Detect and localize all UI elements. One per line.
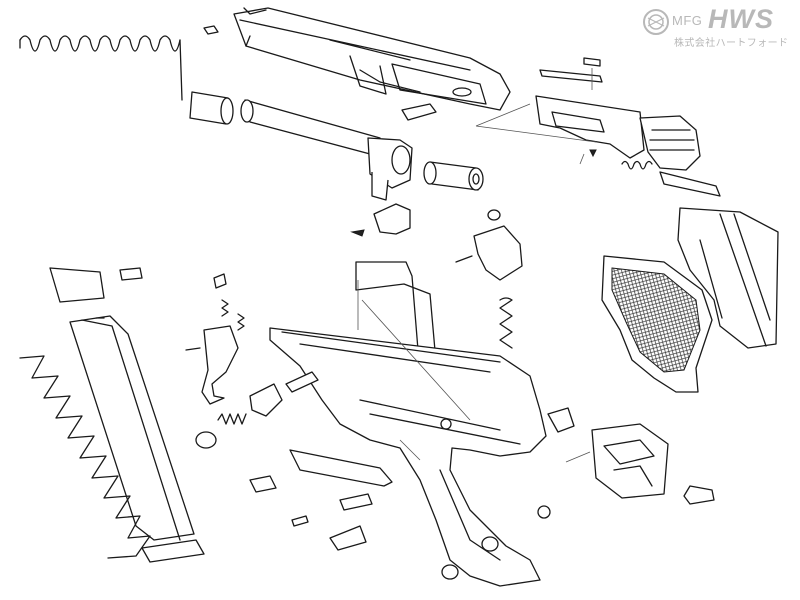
trigger-spring [221,299,245,331]
trigger-guard-spring [289,449,393,487]
trigger-mechanism-housing [565,423,669,499]
pin-bar [339,493,373,511]
hws-logo: MFG HWS 株式会社ハートフォード [642,4,794,50]
logo-brand-text: HWS [708,4,774,34]
frame [269,327,547,587]
right-grip [677,207,779,349]
slide [233,7,511,111]
magazine-catch-button [195,431,217,449]
safety-plunger [285,371,319,393]
magazine-catch-spring [217,413,247,425]
hammer-assembly [455,209,523,281]
cartridge [423,161,484,191]
firing-pin-spring [621,160,653,170]
barrel [240,99,413,201]
rear-sight-block [49,267,105,303]
slide-release [547,407,575,433]
pivot-pin [537,505,551,519]
magazine-base [141,539,205,563]
logo-mfg-text: MFG [672,13,703,28]
extractor-pin [401,103,437,121]
magazine-release-lever [329,525,367,551]
small-screw [350,229,365,237]
rear-sight-assembly [475,57,721,197]
hws-emblem-icon [643,9,669,35]
trigger [185,273,245,405]
left-grip [601,255,713,393]
recoil-spring [19,35,183,101]
small-screw-left [119,267,143,281]
sear-spring-clip [683,485,715,505]
grip-screw [441,564,459,580]
pin-small [291,515,309,527]
safety-lever [249,383,283,417]
magazine [69,315,205,563]
barrel-bushing [189,91,234,125]
disconnector [373,203,411,235]
mainspring [499,297,513,349]
logo-company-text: 株式会社ハートフォード [674,38,789,49]
front-sight [203,25,219,35]
magazine-spring [19,355,151,559]
trigger-bar [249,475,277,493]
